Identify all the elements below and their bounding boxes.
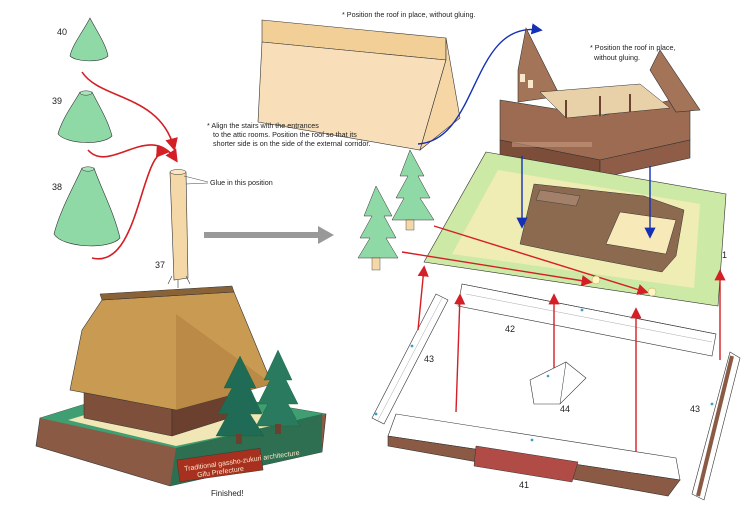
frame-part-43-left	[371, 293, 449, 425]
trunk-part-37	[167, 169, 191, 288]
roof-note-right-2: without gluing.	[593, 53, 640, 62]
direction-arrow	[204, 226, 334, 244]
stairs-note-1: * Align the stairs with the entrances	[207, 121, 319, 130]
roof-placement-arrow	[417, 23, 543, 145]
part-label-43-left: 43	[424, 354, 434, 364]
tree-placement-arrows	[401, 225, 649, 295]
stairs-note-2: to the attic rooms. Position the roof so…	[213, 130, 357, 139]
finished-caption: Finished!	[211, 489, 243, 498]
attic-house-model	[499, 27, 701, 179]
tree-position-marks	[591, 275, 657, 297]
stand-part-44	[529, 361, 587, 405]
tree-part-40	[69, 17, 109, 62]
part-label-41: 41	[519, 480, 529, 490]
glue-pointer-lines	[183, 175, 209, 185]
part-label-44: 44	[560, 404, 570, 414]
frame-part-43-right	[691, 351, 741, 501]
base-board-part-1	[423, 151, 727, 307]
roof-part	[257, 19, 461, 151]
tree-assembly-arrows	[81, 71, 178, 260]
frame-part-41	[387, 413, 681, 497]
part-label-40: 40	[57, 27, 67, 37]
house-placement-arrows	[516, 156, 656, 239]
part-label-42: 42	[505, 324, 515, 334]
roof-note-top: * Position the roof in place, without gl…	[342, 10, 475, 19]
glue-note: Glue in this position	[210, 178, 273, 187]
frame-assembly-arrows	[417, 265, 726, 452]
finished-tree-left	[215, 355, 265, 444]
assembled-tree-small	[357, 185, 399, 271]
part-label-37: 37	[155, 260, 165, 270]
part-label-43-right: 43	[690, 404, 700, 414]
roof-note-right-1: * Position the roof in place,	[590, 43, 676, 52]
part-label-39: 39	[52, 96, 62, 106]
tree-part-39	[57, 90, 113, 143]
part-label-38: 38	[52, 182, 62, 192]
part-label-1: 1	[722, 250, 727, 260]
assembled-tree-large	[391, 149, 435, 231]
finished-tree-right	[255, 349, 301, 434]
tree-part-38	[53, 166, 121, 247]
stairs-note-3: shorter side is on the side of the exter…	[213, 139, 370, 148]
